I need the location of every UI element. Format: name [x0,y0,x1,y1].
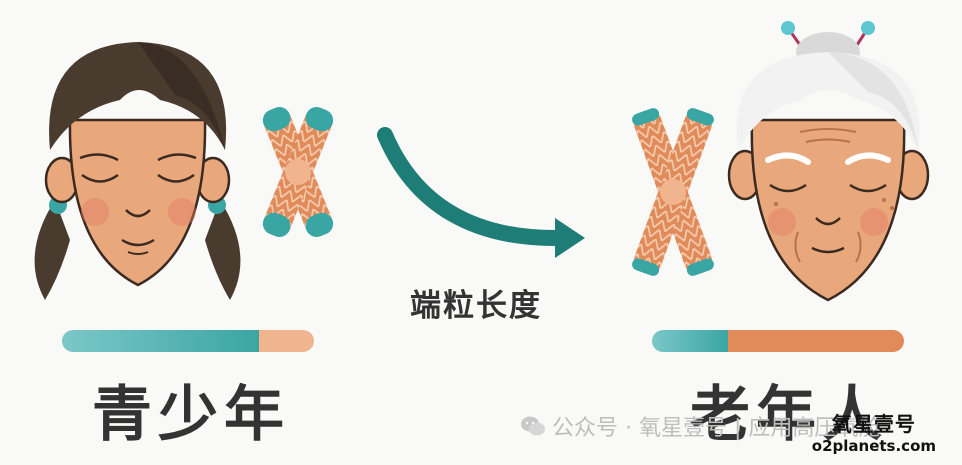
young-girl-face [34,42,241,300]
telomere-bar-young-short-segment [258,330,314,352]
brand-name: 氧星壹号 [831,412,916,436]
watermark: 公众号 · 氧星壹号 | 应用高压氧舱 [520,410,880,442]
young-label: 青少年 [92,380,290,450]
telomere-bar-old [652,330,904,352]
old-woman-face [727,21,930,302]
brand-logo: 氧星壹号 o2planets.com [812,408,936,455]
telomere-bar-old-long-segment [652,330,728,352]
chromosome-young [262,107,334,237]
brand-url: o2planets.com [811,437,936,455]
wechat-icon [521,416,545,436]
telomere-bar-old-short-segment [727,330,904,352]
old-label: 老年人 [690,380,888,450]
watermark-text: 公众号 · 氧星壹号 | 应用高压氧舱 [552,416,881,441]
telomere-bar-young [62,330,314,352]
chromosome-old [632,108,714,276]
telomere-bar-young-long-segment [62,330,259,352]
decline-arrow [377,127,585,258]
telomere-length-label: 端粒长度 [410,288,542,324]
